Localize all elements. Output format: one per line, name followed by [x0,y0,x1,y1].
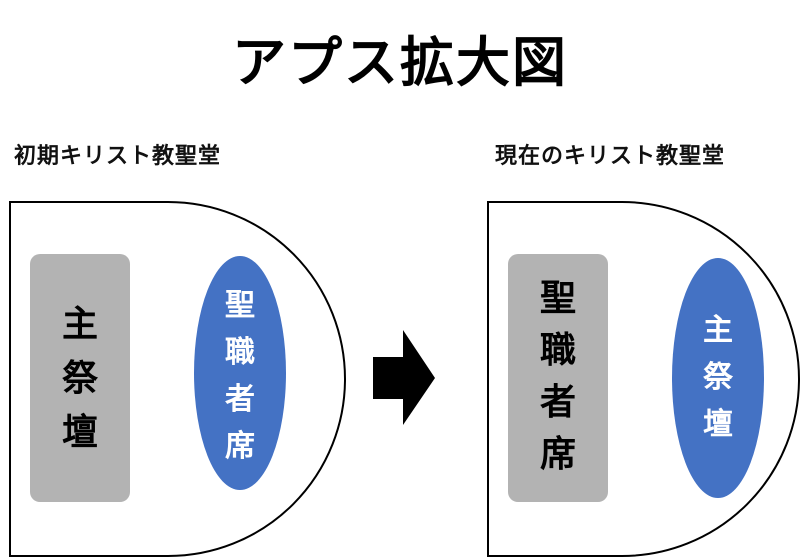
right-altar-char-2: 祭 [703,360,734,395]
arrow-right-icon [373,330,435,425]
right-clergy-block [508,254,608,502]
right-clergy-char-1: 聖 [540,278,576,319]
left-diagram-label: 初期キリスト教聖堂 [14,144,222,169]
right-clergy-char-2: 職 [540,330,576,371]
left-altar-char-3: 壇 [62,411,98,453]
right-altar-ellipse [672,258,764,498]
left-altar-char-1: 主 [62,304,98,345]
left-altar-block [30,254,130,502]
right-altar-char-3: 壇 [703,407,733,442]
right-altar-char-1: 主 [703,313,733,348]
page-title: アプス拡大図 [232,31,568,94]
left-clergy-char-1: 聖 [225,288,255,323]
right-clergy-char-4: 席 [540,434,576,475]
left-altar-char-2: 祭 [62,358,99,399]
left-clergy-char-4: 席 [225,429,255,464]
right-diagram-label: 現在のキリスト教聖堂 [495,144,726,169]
left-clergy-ellipse [194,256,286,490]
left-clergy-char-2: 職 [225,335,255,370]
left-clergy-char-3: 者 [225,382,255,417]
right-clergy-char-3: 者 [540,382,576,423]
